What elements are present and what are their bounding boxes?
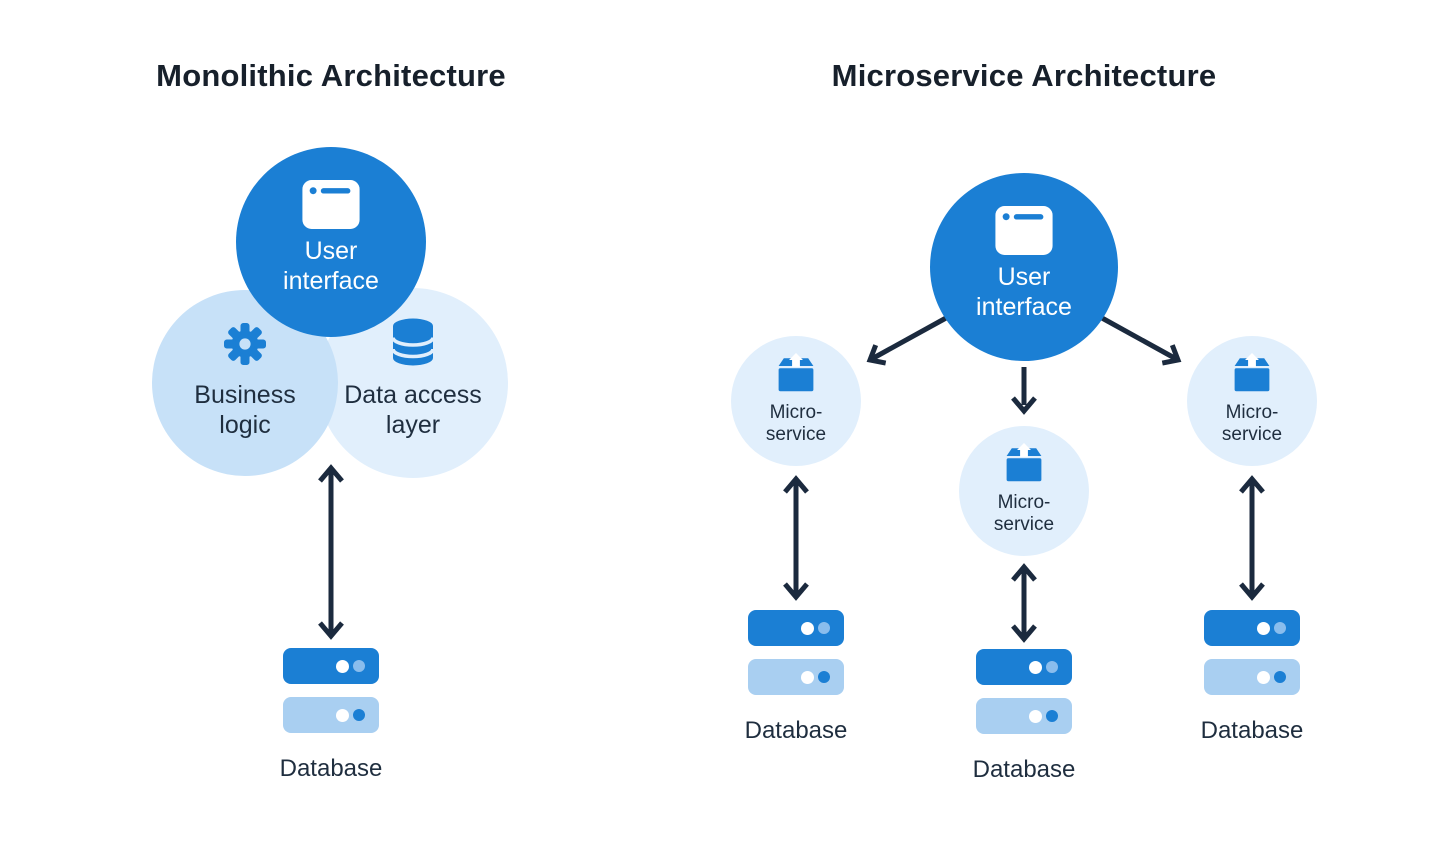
microservice-circle-right: Micro-service [1187, 336, 1317, 466]
microservice-ui-label: User interface [976, 263, 1072, 321]
browser-window-icon [995, 206, 1053, 255]
arrow-ui-to-microservice-left [866, 315, 948, 366]
server-rack-icon [283, 648, 379, 684]
microservice-user-interface-circle: User interface [930, 173, 1118, 361]
microservice-database-label-middle: Database [972, 756, 1076, 783]
microservice-database-server-left [748, 610, 844, 695]
monolithic-title: Monolithic Architecture [156, 58, 506, 93]
data-access-layer-circle: Data access layer [318, 288, 508, 478]
package-icon [1234, 353, 1270, 392]
server-led-icon [1029, 660, 1042, 674]
monolith-ui-label: User interface [283, 237, 379, 295]
server-led-icon [1046, 710, 1058, 722]
server-led-icon [336, 659, 349, 673]
arrow-monolith-to-database [318, 464, 344, 640]
server-led-icon [353, 660, 365, 672]
microservice-database-label-right: Database [1200, 717, 1304, 744]
microservice-label: Micro-service [993, 492, 1055, 535]
server-led-icon [353, 709, 365, 721]
microservice-database-label-left: Database [744, 717, 848, 744]
microservice-database-server-right [1204, 610, 1300, 695]
microservice-title: Microservice Architecture [831, 58, 1217, 93]
server-rack-icon [1204, 659, 1300, 695]
server-led-icon [1029, 709, 1042, 723]
database-cylinder-icon [391, 318, 435, 366]
server-led-icon [1274, 671, 1286, 683]
server-rack-icon [748, 610, 844, 646]
arrow-microservice-middle-to-database [1011, 563, 1037, 643]
data-access-layer-label: Data access layer [344, 381, 482, 439]
arrow-ui-to-microservice-middle [1011, 367, 1037, 415]
microservice-circle-left: Micro-service [731, 336, 861, 466]
server-led-icon [801, 621, 814, 635]
browser-window-icon [302, 180, 360, 229]
business-logic-label: Business logic [194, 381, 296, 439]
microservice-label: Micro-service [765, 402, 827, 445]
monolith-user-interface-circle: User interface [236, 147, 426, 337]
server-rack-icon [976, 649, 1072, 685]
package-icon [778, 353, 814, 392]
arrow-microservice-left-to-database [783, 475, 809, 601]
microservice-label: Micro-service [1221, 402, 1283, 445]
server-rack-icon [976, 698, 1072, 734]
server-led-icon [1257, 670, 1270, 684]
server-led-icon [801, 670, 814, 684]
monolith-database-server [283, 648, 379, 733]
server-led-icon [1046, 661, 1058, 673]
microservice-database-server-middle [976, 649, 1072, 734]
server-rack-icon [283, 697, 379, 733]
server-led-icon [818, 622, 830, 634]
server-led-icon [1274, 622, 1286, 634]
arrow-microservice-right-to-database [1239, 475, 1265, 601]
server-led-icon [1257, 621, 1270, 635]
arrow-ui-to-microservice-right [1100, 315, 1182, 366]
server-rack-icon [1204, 610, 1300, 646]
package-icon [1006, 443, 1042, 482]
server-led-icon [818, 671, 830, 683]
server-rack-icon [748, 659, 844, 695]
server-led-icon [336, 708, 349, 722]
monolith-database-label: Database [279, 755, 383, 782]
microservice-circle-middle: Micro-service [959, 426, 1089, 556]
gear-icon [224, 323, 266, 365]
